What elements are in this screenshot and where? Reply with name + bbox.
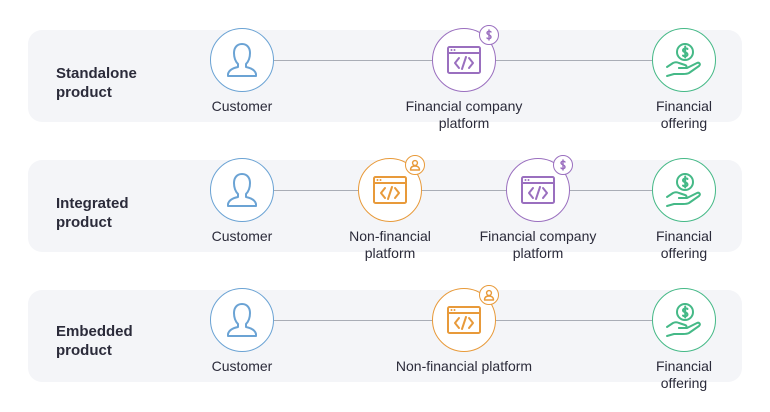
node-label-financial-offering: Financial offering [655, 228, 713, 261]
hand-coin-icon [666, 303, 701, 337]
person-icon [227, 173, 257, 207]
connector-integrated [274, 190, 652, 191]
code-window-icon [447, 46, 481, 74]
row-embedded-band [28, 290, 742, 382]
node-label-non-financial-platform: Non-financial platform [395, 358, 533, 374]
node-customer [210, 288, 274, 352]
node-label-non-financial-platform: Non-financial platform [349, 228, 431, 261]
code-window-icon [447, 306, 481, 334]
hand-coin-icon [666, 43, 701, 77]
row-title-embedded: Embedded product [56, 323, 133, 359]
node-label-financial-platform: Financial company platform [479, 228, 597, 261]
node-financial-platform [506, 155, 573, 222]
person-icon [227, 303, 257, 337]
dollar-badge-icon [479, 25, 499, 45]
node-label-financial-offering: Financial offering [655, 358, 713, 391]
node-customer [210, 158, 274, 222]
node-non-financial-platform [432, 285, 499, 352]
node-non-financial-platform [358, 155, 425, 222]
node-label-customer: Customer [211, 228, 273, 244]
row-title-integrated: Integrated product [56, 195, 129, 231]
row-title-standalone: Standalone product [56, 65, 137, 101]
person-badge-icon [405, 155, 425, 175]
code-window-icon [373, 176, 407, 204]
row-standalone-band [28, 30, 742, 122]
node-label-customer: Customer [211, 98, 273, 114]
hand-coin-icon [666, 173, 701, 207]
node-customer [210, 28, 274, 92]
person-badge-icon [479, 285, 499, 305]
node-financial-offering [652, 28, 716, 92]
node-label-financial-offering: Financial offering [655, 98, 713, 131]
person-icon [227, 43, 257, 77]
node-financial-offering [652, 288, 716, 352]
node-financial-offering [652, 158, 716, 222]
dollar-badge-icon [553, 155, 573, 175]
node-label-customer: Customer [211, 358, 273, 374]
node-label-financial-platform: Financial company platform [405, 98, 523, 131]
code-window-icon [521, 176, 555, 204]
node-financial-platform [432, 25, 499, 92]
